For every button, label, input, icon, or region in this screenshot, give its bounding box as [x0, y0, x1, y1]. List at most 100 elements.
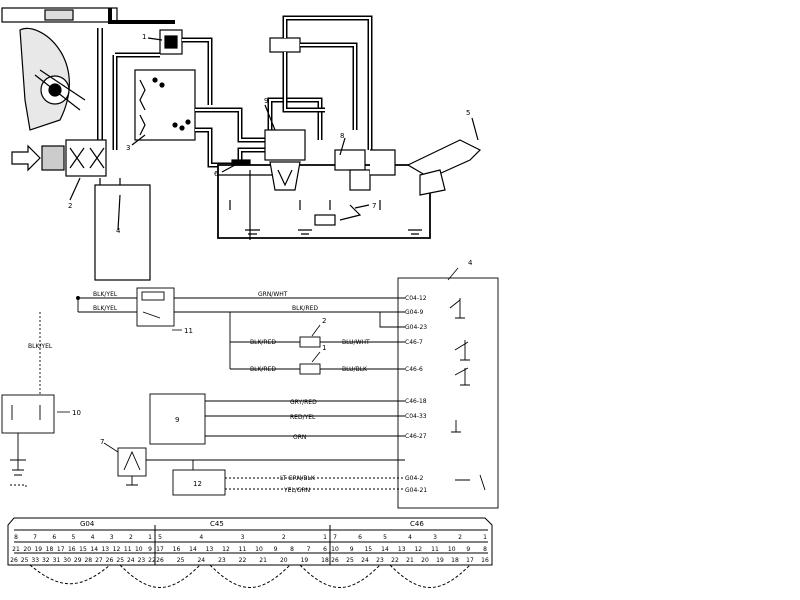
- terminal-c46-27: C46-27: [405, 433, 427, 440]
- wire-label-orn: ORN: [293, 434, 306, 441]
- terminal-g04-21: G04-21: [405, 487, 427, 494]
- terminal-g04-2: G04-2: [405, 475, 423, 482]
- connector-pin: 2: [129, 534, 133, 541]
- connector-pin: 23: [138, 557, 146, 564]
- connector-pin: 7: [333, 534, 337, 541]
- connector-pin: 30: [63, 557, 71, 564]
- callout-4: 4: [116, 227, 121, 235]
- connector-pin: 14: [90, 546, 98, 553]
- connector-pin: 19: [301, 557, 309, 564]
- ecm-label: 4: [468, 259, 473, 267]
- terminal-g04-9: G04-9: [405, 309, 423, 316]
- terminal-g04-23: G04-23: [405, 324, 427, 331]
- connector-pin: 20: [280, 557, 288, 564]
- ecm-box: [397, 277, 499, 509]
- connector-pin: 15: [79, 546, 87, 553]
- connector-pin: 14: [189, 546, 197, 553]
- wiring-lines: [1, 277, 499, 509]
- wire-label-blkyel-2: BLK/YEL: [93, 305, 118, 312]
- connector-pin: 18: [46, 546, 54, 553]
- connector-outline: [7, 517, 493, 588]
- callout-9: 9: [264, 97, 268, 105]
- terminal-c46-6: C46-6: [405, 366, 423, 373]
- connector-pin: 26: [106, 557, 114, 564]
- connector-g04-name: G04: [80, 520, 95, 528]
- connector-pin: 7: [33, 534, 37, 541]
- connector-pin: 2: [282, 534, 286, 541]
- ecm-box-top: [94, 184, 151, 281]
- callout-6: 6: [214, 170, 219, 178]
- connector-pin: 17: [57, 546, 65, 553]
- connector-pin: 22: [391, 557, 399, 564]
- fuel-tank: [217, 129, 482, 240]
- connector-pin: 28: [84, 557, 92, 564]
- connector-pin: 23: [218, 557, 226, 564]
- connector-pin: 16: [173, 546, 181, 553]
- connector-pin: 19: [436, 557, 444, 564]
- connector-pin: 24: [361, 557, 369, 564]
- connector-pin: 16: [68, 546, 76, 553]
- connector-pin: 3: [433, 534, 437, 541]
- fuse-1: [299, 363, 321, 375]
- wire-label-blkyel-vertical: BLK/YEL: [28, 343, 53, 350]
- connector-pin: 20: [421, 557, 429, 564]
- connector-pin: 29: [74, 557, 82, 564]
- connector-pin: 9: [148, 546, 152, 553]
- connector-pin: 18: [451, 557, 459, 564]
- connector-pin: 26: [10, 557, 18, 564]
- connector-pin: 25: [116, 557, 124, 564]
- connector-pin: 4: [91, 534, 95, 541]
- connector-pin: 31: [53, 557, 61, 564]
- connector-pin: 21: [259, 557, 267, 564]
- connector-pin: 13: [101, 546, 109, 553]
- connector-pin: 19: [34, 546, 42, 553]
- connector-pin: 10: [135, 546, 143, 553]
- connector-pin: 1: [148, 534, 152, 541]
- connector-c46-name: C46: [410, 520, 424, 528]
- wire-label-blublk: BLU/BLK: [342, 366, 368, 373]
- connector-pin: 3: [241, 534, 245, 541]
- connector-pin: 4: [408, 534, 412, 541]
- wire-label-blkred-1: BLK/RED: [292, 305, 318, 312]
- wire-label-grnwht: GRN/WHT: [258, 291, 288, 298]
- main-relay: [136, 287, 175, 327]
- connector-pin: 2: [458, 534, 462, 541]
- connector-pin: 10: [331, 546, 339, 553]
- connector-pin: 7: [307, 546, 311, 553]
- evap-callouts: 1 2 3 4 5 6 7 8 9: [68, 33, 470, 235]
- connector-pin: 13: [206, 546, 214, 553]
- component-9-box: [149, 393, 206, 445]
- terminal-c46-18: C46-18: [405, 398, 427, 405]
- connector-pin: 22: [239, 557, 247, 564]
- terminal-c46-7: C46-7: [405, 339, 423, 346]
- connector-pin: 5: [383, 534, 387, 541]
- connector-pin: 14: [381, 546, 389, 553]
- connector-pin: 25: [21, 557, 29, 564]
- connector-pin: 4: [199, 534, 203, 541]
- connector-pin: 17: [156, 546, 164, 553]
- connector-pin: 11: [239, 546, 247, 553]
- connector-pin: 33: [31, 557, 39, 564]
- connector-pin: 12: [222, 546, 230, 553]
- terminal-c04-12: C04-12: [405, 295, 427, 302]
- connector-pin: 26: [156, 557, 164, 564]
- connector-pin: 25: [177, 557, 185, 564]
- connector-pin: 11: [431, 546, 439, 553]
- connector-pin: 21: [406, 557, 414, 564]
- connector-pin: 5: [71, 534, 75, 541]
- connector-pin: 9: [466, 546, 470, 553]
- connector-names: G04 C45 C46: [80, 520, 424, 528]
- connector-pin: 6: [358, 534, 362, 541]
- callout-8: 8: [340, 132, 344, 140]
- connector-pin: 22: [148, 557, 156, 564]
- connector-pin: 9: [274, 546, 278, 553]
- connector-pin: 25: [346, 557, 354, 564]
- wire-label-redyel: RED/YEL: [290, 414, 316, 421]
- callout-1: 1: [142, 33, 146, 41]
- connector-pin: 8: [14, 534, 18, 541]
- connector-c45-name: C45: [210, 520, 224, 528]
- connector-pin: 10: [448, 546, 456, 553]
- callout-5: 5: [466, 109, 470, 117]
- component-12-label: 12: [193, 480, 202, 488]
